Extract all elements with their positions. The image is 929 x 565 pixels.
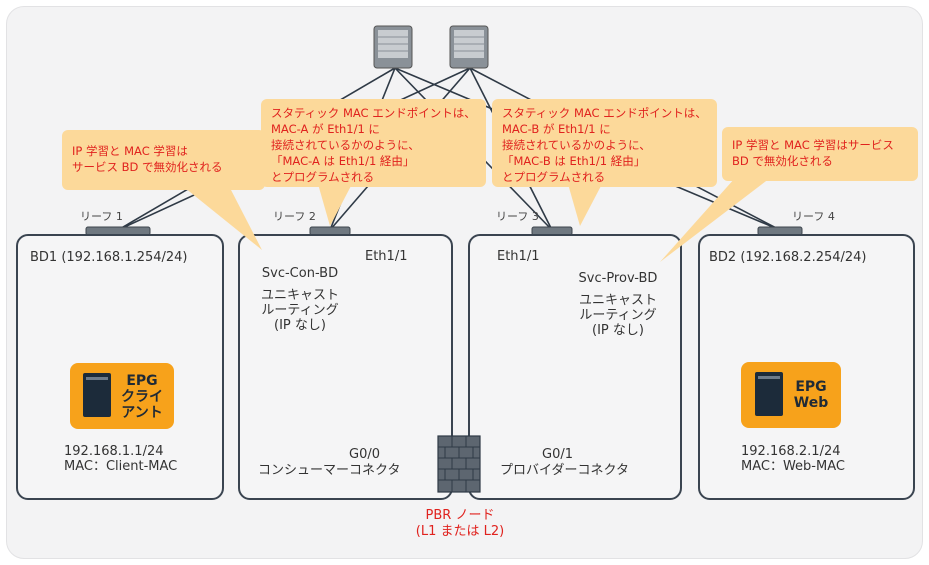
bd2-mac: MAC：Web-MAC [741, 459, 845, 474]
epg-web-line-1: EPG [795, 379, 827, 395]
svc-con-interface: G0/0 [349, 447, 380, 462]
svc-con-desc-line-3: (IP なし) [274, 318, 326, 333]
callout-center-right-line-3: 接続されているかのように、 [502, 138, 651, 152]
callout-center-right-line-1: スタティック MAC エンドポイントは、 [502, 106, 707, 120]
callout-center-right-line-2: MAC-B が Eth1/1 に [502, 122, 611, 136]
bd1-ip: 192.168.1.1/24 [64, 444, 164, 459]
callout-center-left-line-1: スタティック MAC エンドポイントは、 [271, 106, 476, 120]
server-icon [755, 372, 783, 416]
svc-prov-desc-line-2: ルーティング [579, 308, 657, 323]
callout-center-right-line-5: とプログラムされる [502, 170, 606, 184]
epg-client: EPG クライ アント [70, 363, 174, 429]
leaf-4-label: リーフ 4 [792, 210, 835, 223]
bd2-ip: 192.168.2.1/24 [741, 444, 841, 459]
svc-con-connector: コンシューマーコネクタ [258, 463, 401, 478]
callout-right-line-2: BD で無効化される [732, 154, 833, 168]
spine-switch-1 [373, 25, 413, 69]
pbr-node-label: PBR ノード (L1 または L2) [398, 508, 522, 540]
leaf-2-label: リーフ 2 [273, 210, 316, 223]
svc-prov-bd-box [468, 234, 682, 500]
leaf-3-label: リーフ 3 [496, 210, 539, 223]
callout-right: IP 学習と MAC 学習はサービス BD で無効化される [722, 127, 918, 181]
svc-prov-desc-line-1: ユニキャスト [578, 293, 657, 308]
pbr-node-label-line-1: PBR ノード [425, 508, 495, 523]
epg-web-line-2: Web [793, 395, 829, 411]
callout-left: IP 学習と MAC 学習は サービス BD で無効化される [62, 130, 265, 190]
callout-center-left-line-5: とプログラムされる [271, 170, 375, 184]
svc-prov-interface: G0/1 [542, 447, 573, 462]
spine-switch-2 [449, 25, 489, 69]
svc-con-desc-line-2: ルーティング [261, 303, 339, 318]
svc-prov-desc: ユニキャスト ルーティング (IP なし) [558, 293, 678, 338]
callout-center-left: スタティック MAC エンドポイントは、 MAC-A が Eth1/1 に 接続… [261, 99, 486, 187]
svc-con-desc: ユニキャスト ルーティング (IP なし) [240, 288, 360, 333]
callout-left-line-2: サービス BD で無効化される [72, 160, 223, 174]
callout-center-right: スタティック MAC エンドポイントは、 MAC-B が Eth1/1 に 接続… [492, 99, 717, 187]
pbr-node-label-line-2: (L1 または L2) [415, 524, 505, 539]
leaf-1-label: リーフ 1 [80, 210, 123, 223]
svc-con-title: Svc-Con-BD [261, 266, 339, 281]
svc-con-port: Eth1/1 [365, 249, 408, 264]
svc-prov-connector: プロバイダーコネクタ [500, 463, 629, 478]
callout-center-left-line-4: 「MAC-A は Eth1/1 経由」 [271, 154, 415, 168]
server-icon [83, 373, 111, 417]
epg-client-line-1: EPG [126, 373, 158, 389]
callout-center-right-line-4: 「MAC-B は Eth1/1 経由」 [502, 154, 646, 168]
callout-center-left-line-3: 接続されているかのように、 [271, 138, 420, 152]
callout-left-line-1: IP 学習と MAC 学習は [72, 144, 188, 158]
epg-client-label: EPG クライ アント [116, 373, 168, 421]
bd1-mac: MAC：Client-MAC [64, 459, 178, 474]
callout-right-line-1: IP 学習と MAC 学習はサービス [732, 138, 894, 152]
svc-con-bd-box [238, 234, 453, 500]
svc-prov-port: Eth1/1 [497, 249, 540, 264]
svc-prov-title: Svc-Prov-BD [578, 271, 658, 286]
epg-client-line-2: クライ [121, 389, 163, 405]
epg-web: EPG Web [741, 362, 841, 428]
svc-prov-desc-line-3: (IP なし) [592, 323, 644, 338]
svc-con-desc-line-1: ユニキャスト [260, 288, 339, 303]
epg-client-line-3: アント [121, 405, 163, 421]
callout-center-left-line-2: MAC-A が Eth1/1 に [271, 122, 380, 136]
bd1-title: BD1 (192.168.1.254/24) [30, 250, 188, 265]
epg-web-label: EPG Web [787, 379, 835, 411]
bd2-title: BD2 (192.168.2.254/24) [709, 250, 867, 265]
